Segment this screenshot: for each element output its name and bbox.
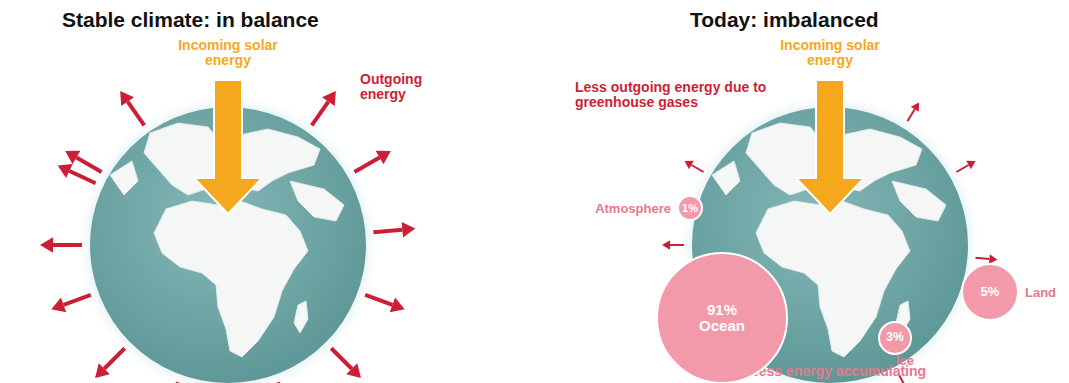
outgoing-arrow (168, 382, 178, 383)
outgoing-arrow (365, 295, 392, 305)
outgoing-arrow (64, 295, 91, 305)
outgoing-arrowhead (40, 237, 53, 253)
outgoing-arrowhead (376, 151, 391, 165)
outgoing-arrow (76, 158, 101, 173)
percent-text: 3% (886, 331, 903, 344)
outgoing-label: Less outgoing energy due to greenhouse g… (575, 80, 775, 111)
circle-caption: Land (1025, 285, 1056, 300)
outgoing-arrowhead (51, 298, 66, 313)
outgoing-arrow (354, 158, 379, 173)
share-circle: 5% (961, 263, 1019, 321)
share-node: 91% Ocean (656, 252, 788, 383)
circle-caption: Atmosphere (595, 201, 671, 216)
share-node: 1%Atmosphere (677, 195, 703, 221)
circle-caption: Ice (896, 353, 914, 368)
share-circle: 1% (677, 195, 703, 221)
outgoing-arrow (907, 109, 914, 121)
outgoing-arrow (373, 230, 402, 233)
outgoing-arrowhead (58, 164, 73, 178)
percent-text: 1% (682, 202, 698, 214)
outgoing-arrow (331, 348, 352, 369)
outgoing-arrowhead (120, 91, 134, 106)
percent-text: 5% (981, 285, 1000, 299)
outgoing-arrow (670, 244, 684, 246)
share-circle: 91% Ocean (656, 252, 788, 383)
solar-label: Incoming solar energy (178, 38, 278, 69)
outgoing-arrowhead (966, 161, 975, 169)
outgoing-arrowhead (346, 363, 361, 378)
outgoing-arrow (69, 171, 95, 183)
outgoing-arrowhead (65, 151, 80, 165)
outgoing-arrowhead (662, 240, 670, 250)
outgoing-arrow (278, 382, 288, 383)
outgoing-arrowhead (322, 91, 336, 106)
outgoing-arrow (53, 243, 82, 247)
outgoing-arrowhead (95, 363, 110, 378)
outgoing-arrow (956, 165, 968, 172)
outgoing-arrow (691, 165, 703, 172)
outgoing-arrow (104, 348, 125, 369)
outgoing-arrow (312, 102, 329, 126)
outgoing-arrowhead (685, 161, 694, 169)
share-node: 3%Ice (878, 321, 912, 355)
solar-arrow (796, 80, 864, 214)
outgoing-arrow (975, 258, 989, 259)
solar-label: Incoming solar energy (780, 38, 880, 69)
panel-title: Today: imbalanced (690, 8, 990, 31)
share-node: 5%Land (961, 263, 1019, 321)
panel-title: Stable climate: in balance (62, 8, 392, 31)
outgoing-arrowhead (402, 222, 416, 238)
outgoing-label: Outgoing energy (360, 72, 450, 103)
share-circle: 3% (878, 321, 912, 355)
outgoing-arrowhead (390, 298, 405, 313)
solar-arrow (194, 80, 262, 214)
outgoing-arrow (128, 102, 145, 126)
outgoing-arrowhead (911, 103, 919, 112)
percent-text: 91% Ocean (692, 302, 752, 335)
